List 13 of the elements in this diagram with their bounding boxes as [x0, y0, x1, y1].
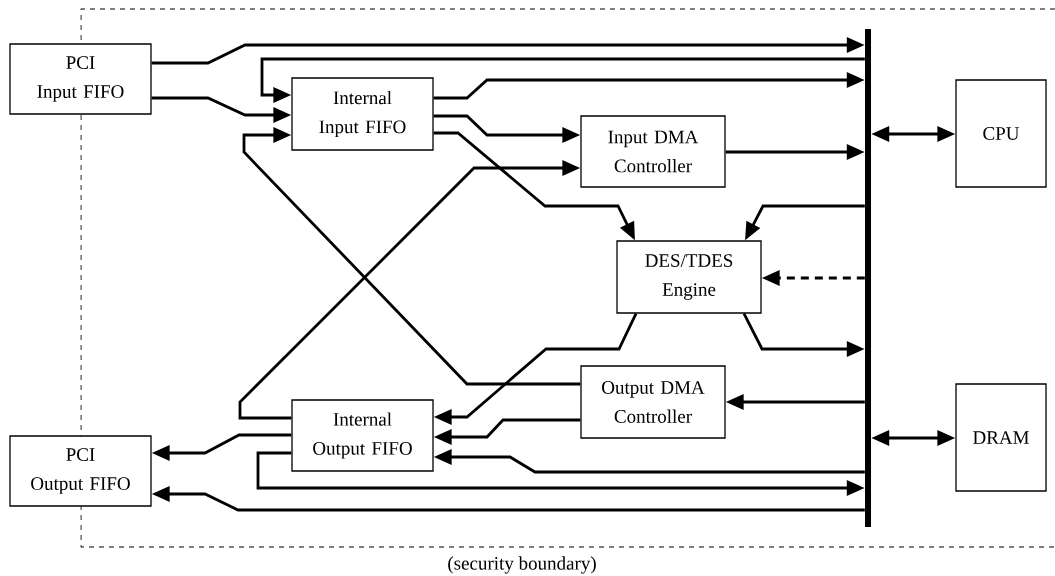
component-box: CPU [955, 79, 1047, 188]
component-box: Internal Output FIFO [291, 399, 434, 472]
boundary-label: (security boundary) [448, 556, 596, 574]
component-box: DES/TDES Engine [616, 240, 762, 314]
component-box: Output DMA Controller [580, 365, 726, 439]
component-box: PCI Input FIFO [9, 43, 152, 115]
bus-bar [865, 29, 871, 527]
arrow [242, 127, 581, 386]
component-box: Internal Input FIFO [291, 77, 434, 151]
component-box: Input DMA Controller [580, 115, 726, 188]
arrow [260, 57, 865, 103]
component-box: DRAM [955, 383, 1047, 492]
component-box: PCI Output FIFO [9, 435, 152, 507]
